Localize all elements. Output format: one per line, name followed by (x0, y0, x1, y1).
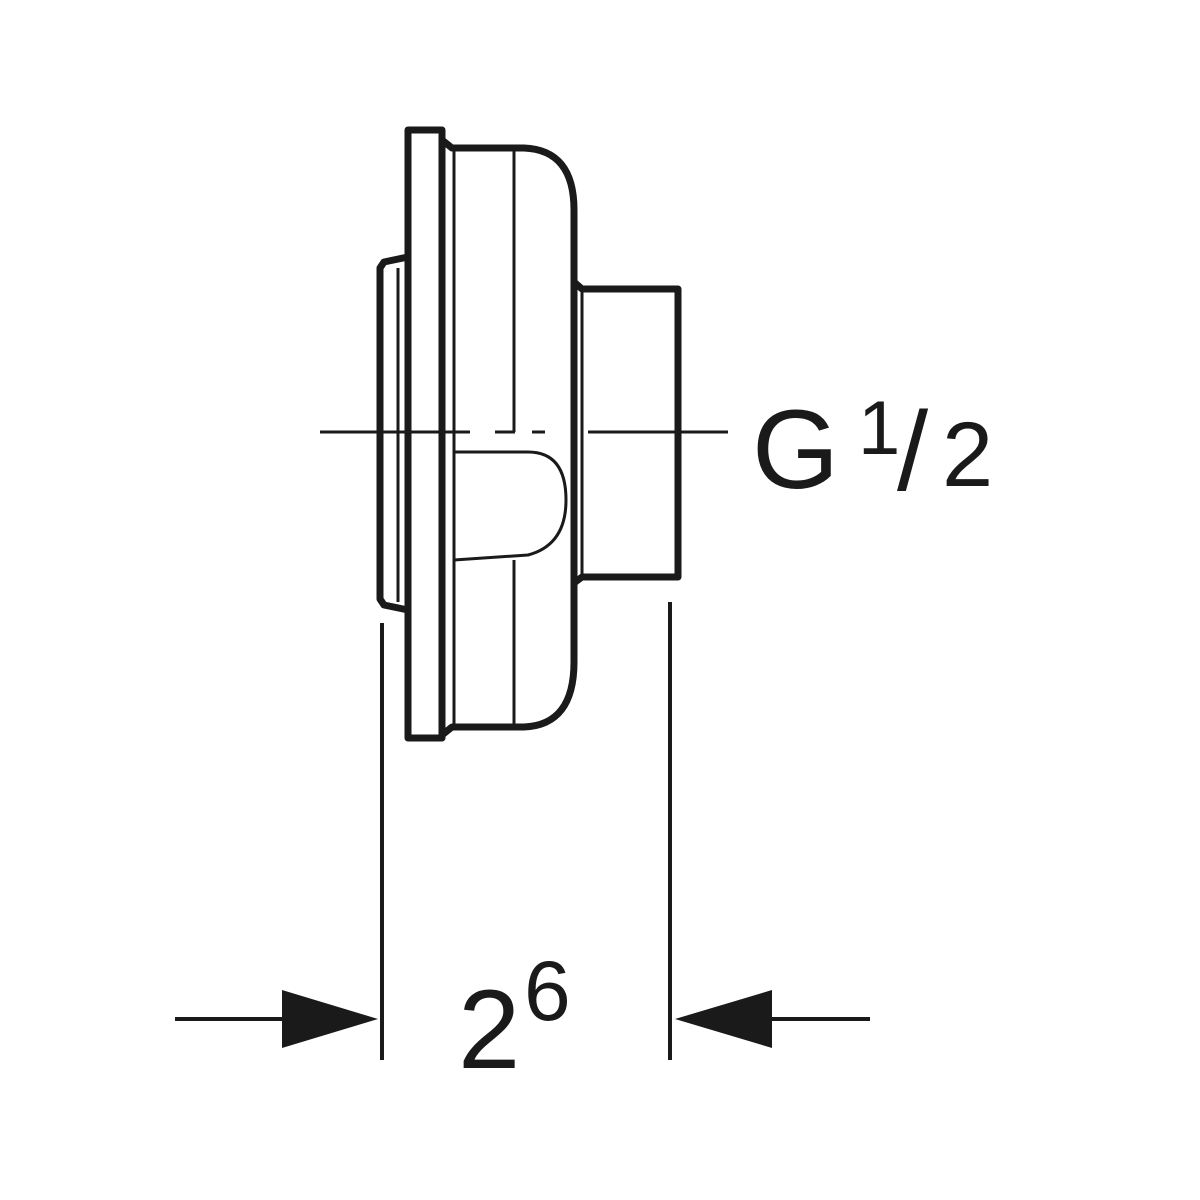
dimension-base: 2 (458, 967, 520, 1092)
thread-slash: / (897, 389, 929, 514)
dimension-arrow-right-icon (675, 990, 772, 1048)
thread-size-label: G 1 / 2 (752, 386, 993, 514)
dimension-superscript: 6 (524, 944, 571, 1038)
dimension-label: 2 6 (458, 944, 571, 1092)
body-slot (453, 450, 568, 562)
flange-plate (404, 126, 446, 742)
thread-denominator: 2 (942, 404, 993, 506)
dimension-arrow-left-icon (282, 990, 378, 1048)
body (438, 136, 578, 739)
thread-prefix: G (752, 387, 839, 512)
thread-numerator: 1 (858, 386, 900, 471)
